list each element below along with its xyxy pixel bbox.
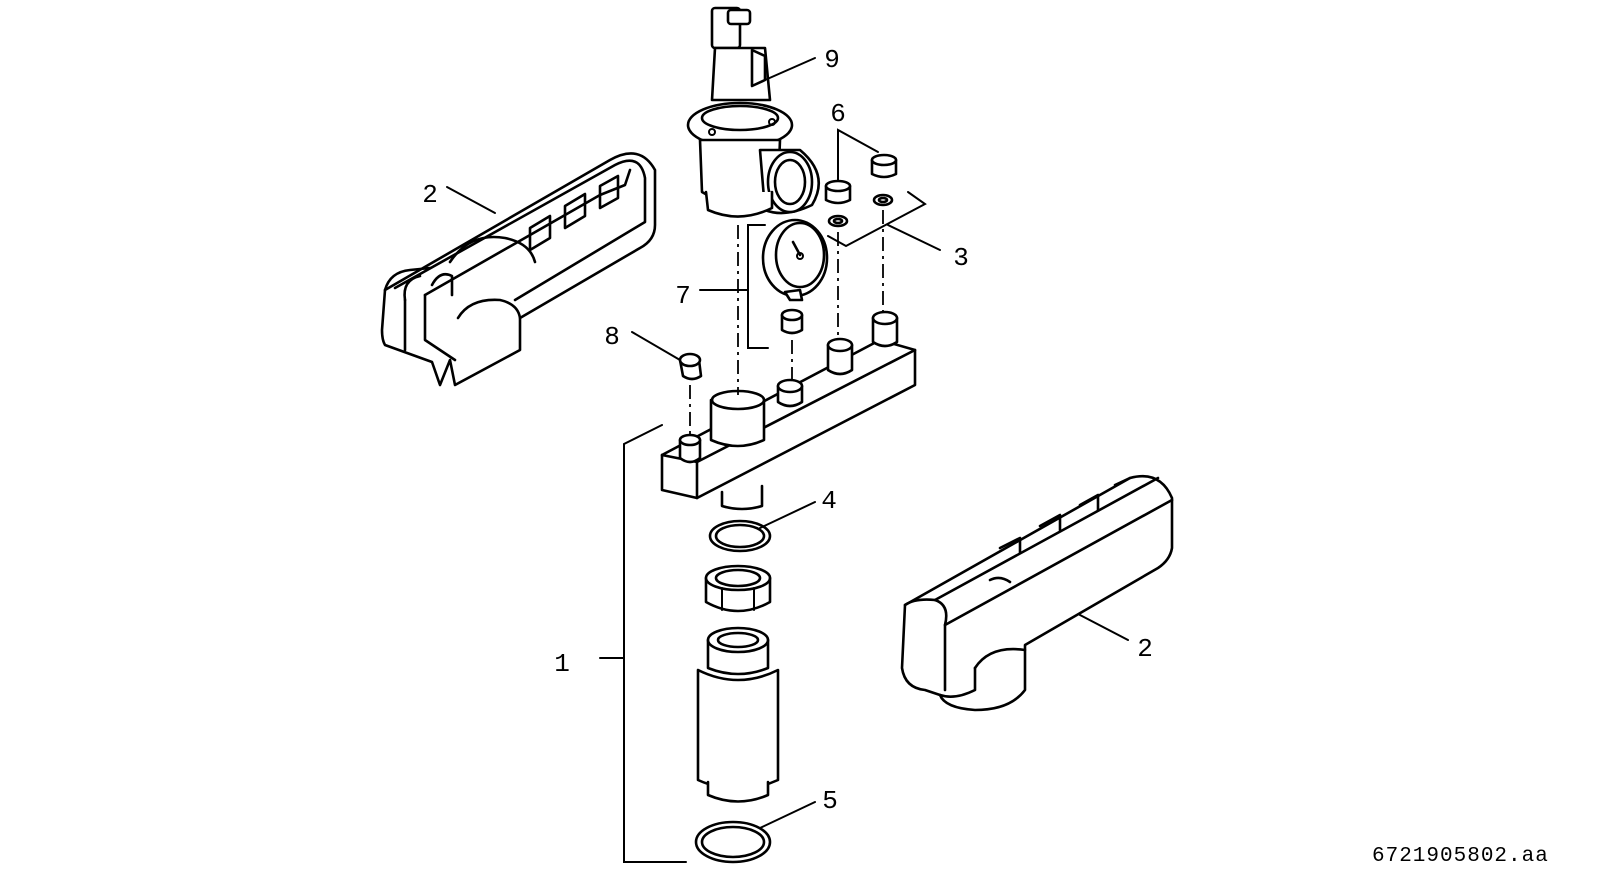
cap-nut bbox=[678, 352, 703, 381]
seal-rings-small bbox=[827, 193, 894, 228]
callout-7: 7 bbox=[675, 281, 691, 311]
callout-6: 6 bbox=[830, 99, 846, 129]
fitting-body bbox=[696, 626, 780, 803]
callout-5: 5 bbox=[822, 786, 838, 816]
bracket-7 bbox=[747, 224, 769, 349]
pressure-gauge bbox=[761, 218, 829, 335]
callout-2-upper: 2 bbox=[422, 180, 438, 210]
insulation-shell-upper bbox=[380, 152, 657, 387]
callout-1: 1 bbox=[554, 649, 570, 679]
assembly-axis-lines bbox=[689, 210, 884, 435]
seal-ring-4 bbox=[708, 519, 772, 553]
drawing-code: 6721905802.aa bbox=[1372, 845, 1549, 868]
union-nut bbox=[704, 564, 772, 613]
manifold-block bbox=[660, 310, 917, 511]
safety-valve bbox=[686, 6, 820, 218]
callout-9: 9 bbox=[824, 45, 840, 75]
callout-labels: 1 2 2 3 4 5 6 7 8 9 bbox=[422, 45, 1153, 816]
callout-3: 3 bbox=[953, 243, 969, 273]
bracket-3 bbox=[827, 191, 927, 248]
callout-8: 8 bbox=[604, 322, 620, 352]
callout-4: 4 bbox=[821, 486, 837, 516]
callout-2-lower: 2 bbox=[1137, 634, 1153, 664]
leader-lines bbox=[446, 57, 1129, 829]
seal-ring-5 bbox=[694, 820, 772, 864]
insulation-shell-lower bbox=[900, 474, 1174, 712]
bracket-1 bbox=[623, 424, 687, 863]
plugs bbox=[824, 153, 898, 205]
